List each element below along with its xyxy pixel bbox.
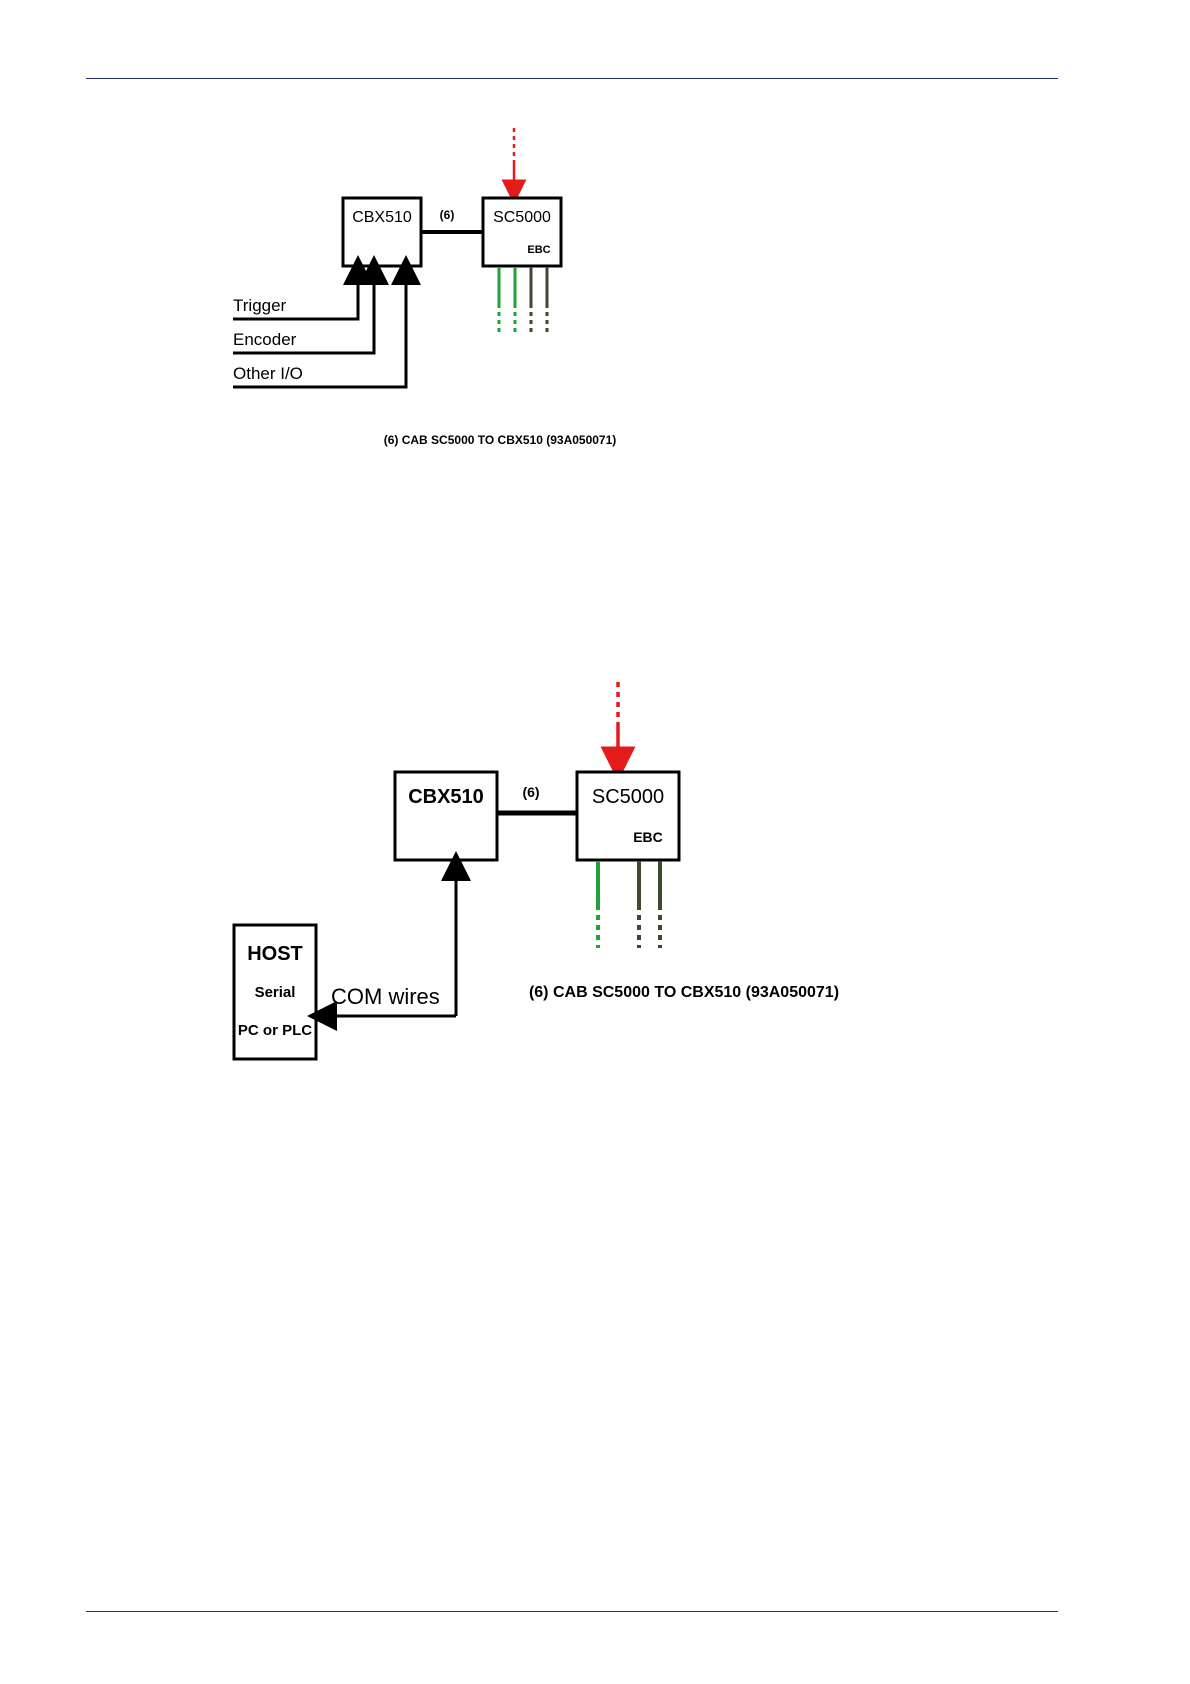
host-pc-plc: PC or PLC — [238, 1022, 312, 1039]
caption: (6) CAB SC5000 TO CBX510 (93A050071) — [529, 984, 839, 1001]
com-wires-label: COM wires — [331, 984, 440, 1009]
diagram-cbx510-host: CBX510 (6) SC5000 EBC HOST Serial PC or … — [0, 0, 1190, 1100]
ebc-label: EBC — [633, 829, 663, 845]
host-serial: Serial — [255, 984, 296, 1001]
sc5000-wires — [598, 861, 660, 948]
host-title: HOST — [247, 943, 303, 965]
footer-rule — [86, 1611, 1058, 1612]
sc5000-label: SC5000 — [592, 786, 664, 808]
cbx510-label: CBX510 — [408, 786, 484, 808]
cable-label: (6) — [522, 784, 539, 800]
